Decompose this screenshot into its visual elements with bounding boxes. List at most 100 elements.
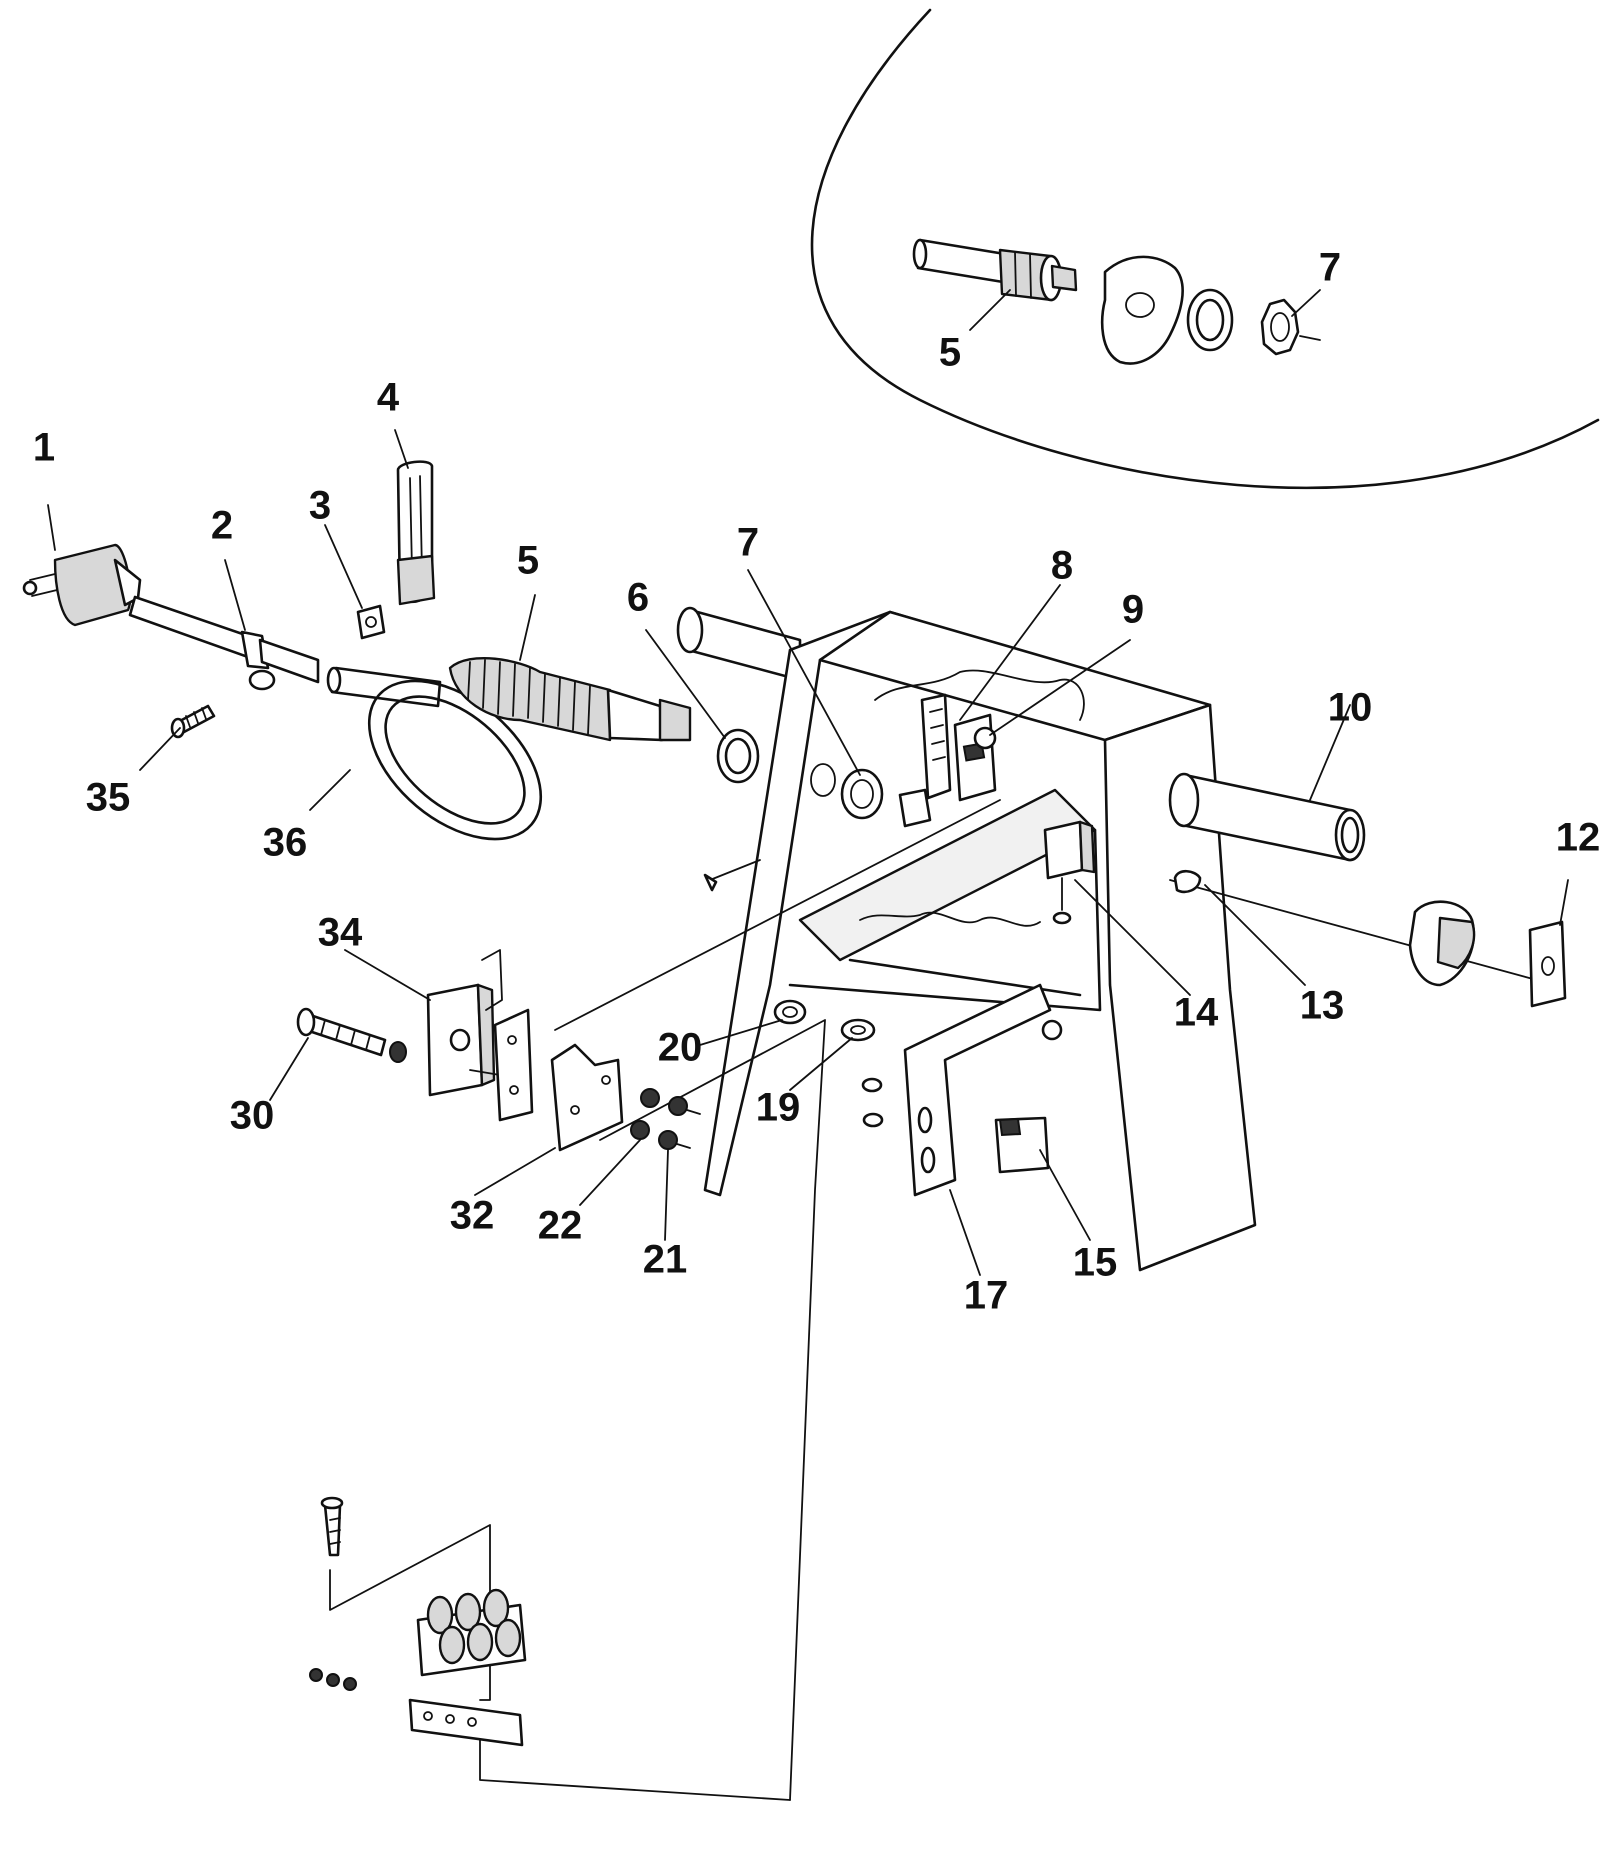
leader-c21 — [664, 1149, 669, 1241]
leader-c12 — [1559, 879, 1569, 926]
lock-nut-7 — [810, 763, 884, 820]
switch-8 — [898, 693, 997, 828]
internal-wiring — [859, 911, 1041, 927]
leader-c20 — [699, 1019, 783, 1046]
inset-lock-nut — [1260, 298, 1300, 356]
callout-35: 35 — [86, 776, 131, 820]
callout-8: 8 — [1051, 544, 1073, 588]
callout-10: 10 — [1328, 686, 1373, 730]
leader-c7 — [747, 569, 861, 776]
nut-9 — [973, 726, 997, 750]
leader-c14 — [1074, 879, 1191, 996]
callout-34: 34 — [318, 911, 363, 955]
insulator-plate — [493, 1008, 534, 1122]
leader-c4 — [394, 429, 409, 469]
leader-c17 — [949, 1189, 981, 1276]
callout-36: 36 — [263, 821, 308, 865]
leader-c30 — [269, 1037, 309, 1101]
callout-21: 21 — [643, 1238, 688, 1282]
terminal-mounting-bracket — [408, 1698, 524, 1747]
label-plate-15 — [994, 1116, 1050, 1174]
leader-c10 — [1309, 704, 1351, 801]
inset-detail — [810, 8, 1600, 490]
leader-c9 — [989, 639, 1131, 736]
callout-32: 32 — [450, 1194, 495, 1238]
leader-c2 — [224, 559, 246, 631]
callout-6: 6 — [627, 576, 649, 620]
callout-5: 5 — [517, 539, 539, 583]
knob-center-line — [1169, 879, 1556, 986]
power-cord-assembly — [22, 429, 760, 841]
callout-labels: 1 2 3 4 5 6 7 8 9 10 12 13 14 15 17 19 2… — [33, 246, 1600, 1318]
handle-tube-rear — [686, 608, 802, 682]
callout-22: 22 — [538, 1204, 583, 1248]
housing-frame — [676, 569, 1366, 1276]
terminal-block-34 — [426, 949, 503, 1097]
leader-c1 — [47, 504, 56, 551]
leader-c6 — [645, 629, 726, 739]
relay-14 — [1043, 820, 1096, 925]
callout-15: 15 — [1073, 1241, 1118, 1285]
callout-2: 2 — [211, 504, 233, 548]
bolt-30 — [296, 1007, 407, 1063]
callout-13: 13 — [1300, 984, 1345, 1028]
leader-c5i — [969, 289, 1011, 331]
mounting-plate-32 — [550, 1043, 624, 1152]
inset-bushing — [998, 248, 1078, 302]
small-nut-a — [309, 1668, 323, 1682]
screw-pointer — [709, 859, 761, 881]
link-line-a — [554, 799, 1001, 1031]
inset-shaft-end — [912, 238, 928, 270]
callout-9: 9 — [1122, 588, 1144, 632]
callout-3: 3 — [309, 484, 331, 528]
washer-small-b — [862, 1112, 884, 1128]
callout-19: 19 — [756, 1086, 801, 1130]
terminal-bracket-assembly — [269, 799, 1001, 1801]
frame-cross-rail — [848, 958, 1082, 997]
terminal-guide-a — [329, 1524, 491, 1701]
screw-35 — [170, 704, 216, 739]
leader-c36 — [309, 769, 351, 811]
control-knob-assembly — [1169, 869, 1569, 1008]
callout-7-inset: 7 — [1319, 246, 1341, 290]
leader-c19 — [789, 1037, 853, 1091]
inset-boundary — [810, 8, 1600, 490]
leader-c7i — [1291, 289, 1321, 317]
leader-c32 — [474, 1147, 556, 1196]
washer-19 — [840, 1018, 876, 1042]
callout-14: 14 — [1174, 991, 1219, 1035]
small-nut-c — [343, 1677, 357, 1691]
leader-c15 — [1039, 1149, 1091, 1241]
strain-relief-bushing — [448, 657, 692, 742]
callout-12: 12 — [1556, 816, 1600, 860]
callout-17: 17 — [964, 1274, 1009, 1318]
inset-panel-plate — [1100, 255, 1184, 365]
cord-coil-inner — [384, 695, 526, 825]
top-wiring — [874, 669, 1085, 721]
small-nut-b — [326, 1673, 340, 1687]
leader-c34 — [344, 949, 431, 1001]
cord-segment-b — [330, 666, 442, 708]
washer-20 — [773, 999, 807, 1025]
cord-segment-a — [128, 595, 264, 664]
inset-shaft — [916, 238, 1007, 284]
nuts-21-22 — [630, 1088, 701, 1150]
lower-terminal-assembly — [309, 1496, 791, 1801]
leader-c8 — [959, 584, 1061, 721]
frame-right-panel — [1103, 703, 1257, 1272]
washer-small-a — [861, 1077, 883, 1093]
inset-center-line — [1299, 335, 1321, 341]
mounting-bracket-17 — [903, 983, 1063, 1197]
leader-c13 — [1204, 884, 1306, 986]
callout-1: 1 — [33, 426, 55, 470]
frame-lower-edge — [788, 828, 1102, 1012]
terminal-guide-b — [479, 1709, 791, 1801]
leader-c22 — [579, 1139, 641, 1206]
cord-clip — [356, 604, 386, 640]
callout-30: 30 — [230, 1094, 275, 1138]
frame-top-panel — [818, 610, 1212, 742]
set-screw-13 — [1173, 869, 1202, 894]
callout-20: 20 — [658, 1026, 703, 1070]
